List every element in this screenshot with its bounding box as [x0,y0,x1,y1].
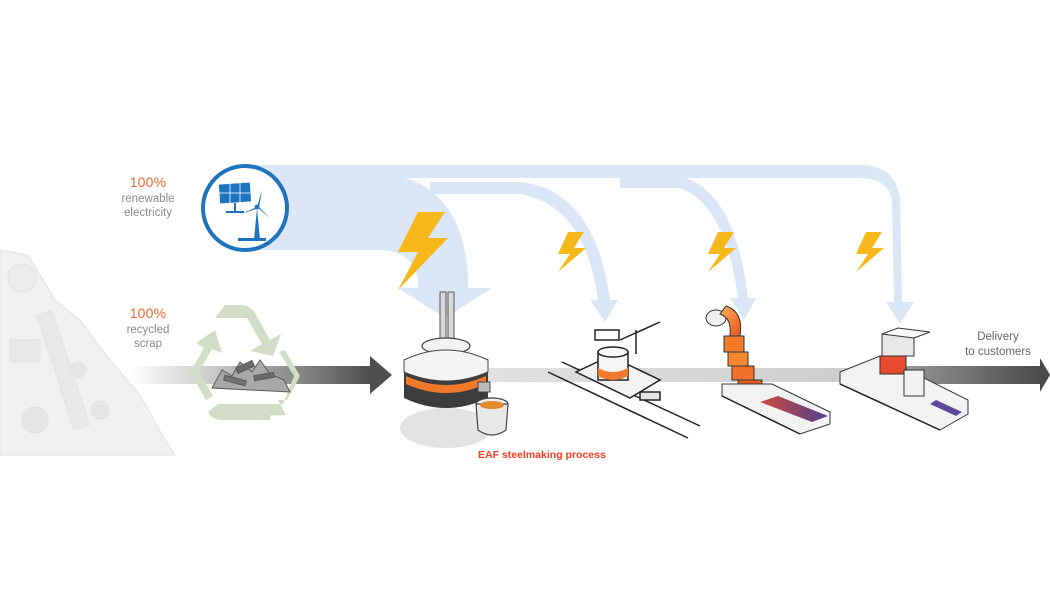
delivery-arrow [900,358,1050,392]
solar-panel-icon [217,181,253,213]
scrap-percent: 100% [129,305,167,321]
scrap-label-line2: scrap [133,338,163,350]
lightning-icon [398,212,884,290]
process-label: EAF steelmaking process [478,449,606,461]
scrap-pile [211,359,291,393]
delivery-label-line1: Delivery [977,331,1019,343]
wind-turbine-icon [238,190,270,241]
renewable-label-line2: electricity [124,207,172,219]
scrap-label-line1: recycled [126,324,170,336]
renewable-percent: 100% [129,174,167,190]
eaf-furnace [400,291,509,448]
delivery-label-line2: to customers [965,346,1031,358]
energy-flows [250,165,914,324]
casting-station [547,321,701,439]
rolling-mill [705,305,831,435]
renewable-energy-badge [201,164,289,252]
renewable-label-line1: renewable [121,193,175,205]
finishing-line [839,327,969,431]
recycle-icon [190,305,300,420]
scrap-heap-icon [0,249,176,456]
